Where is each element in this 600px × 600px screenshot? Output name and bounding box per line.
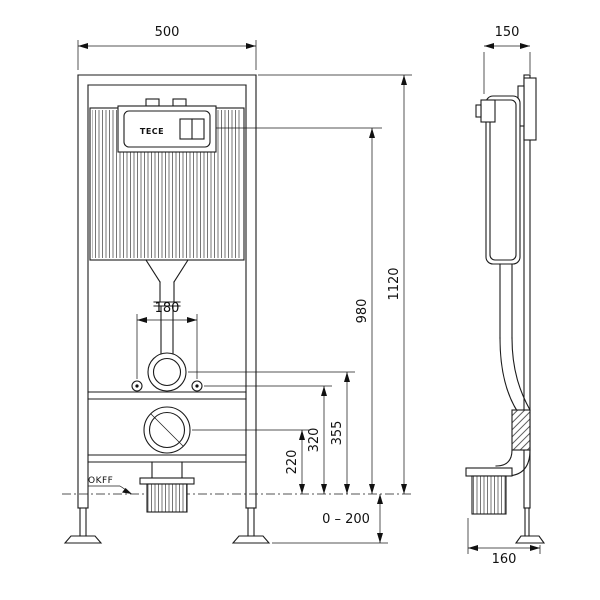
fixing-bolts (131, 380, 203, 392)
floor-level-label: OKFF (88, 476, 113, 486)
frame-rails (77, 74, 257, 509)
flush-plate-access: TECE (117, 98, 217, 153)
flush-bend-inner-circle (152, 357, 182, 387)
drain-socket-flange (139, 477, 195, 485)
flush-unit-housing (480, 99, 496, 123)
access-tab-left (145, 98, 160, 107)
mounting-rail-lower (87, 454, 247, 463)
wall-mounting-plate (523, 77, 537, 141)
drain-socket-side (465, 467, 513, 515)
dim-flush-bend-height: 355 (330, 421, 345, 446)
flush-unit-knob (475, 104, 482, 118)
drain-socket-side-flange (465, 467, 513, 477)
dim-fixing-span: 180 (155, 301, 180, 316)
cistern-side (485, 95, 521, 265)
adjustable-feet (63, 507, 271, 544)
side-view (465, 74, 546, 544)
foot-side (514, 507, 546, 544)
dim-front-width: 500 (155, 25, 180, 40)
dimensions-front: 500 180 220 320 355 980 1120 0 – 200 (77, 25, 412, 544)
dim-rail-height: 320 (307, 428, 322, 453)
dim-foot-adjustment: 0 – 200 (322, 512, 370, 527)
foot-plate-left (63, 535, 103, 544)
dim-total-height: 1120 (387, 267, 402, 300)
drain-socket-front (139, 477, 195, 513)
dim-outlet-depth: 160 (492, 552, 517, 567)
drain-connection (151, 461, 183, 479)
front-view: TECE (62, 74, 412, 544)
dim-outlet-height: 220 (285, 450, 300, 475)
foot-plate-side (514, 535, 546, 544)
mounting-rail-upper (87, 391, 247, 400)
flush-pipe-front (145, 259, 189, 355)
floor-arrow-tip (122, 488, 132, 494)
brand-logo: TECE (140, 127, 164, 136)
dim-panel-height: 980 (355, 299, 370, 324)
waste-outlet-inner-circle (148, 411, 186, 449)
foot-plate-right (231, 535, 271, 544)
waste-outlet-diagonal-mark (150, 413, 184, 447)
pipe-clamp (511, 409, 531, 451)
floor-level-marker: OKFF (88, 476, 132, 494)
access-tab-right (172, 98, 187, 107)
dim-side-depth: 150 (495, 25, 520, 40)
dimensions-side: 150 160 (467, 25, 541, 567)
